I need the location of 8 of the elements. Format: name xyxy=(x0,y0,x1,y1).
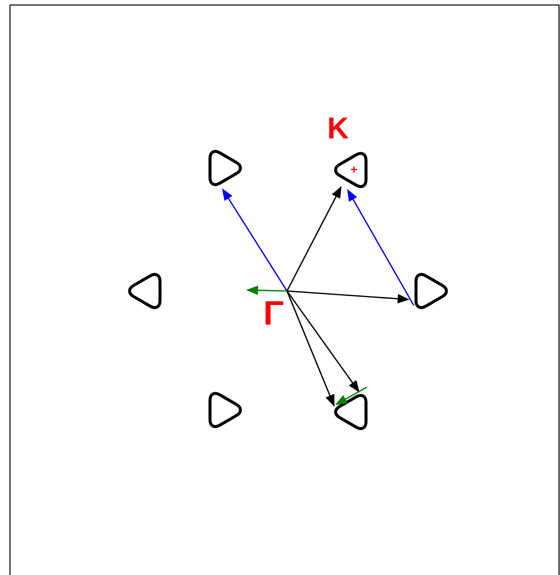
pocket-outline xyxy=(334,394,368,430)
pocket-outline xyxy=(414,272,448,310)
pocket-outline xyxy=(128,272,162,310)
pocket-outline xyxy=(208,150,242,186)
pocket-outline: + xyxy=(334,152,368,188)
point-label: K xyxy=(329,118,349,138)
pocket-outline xyxy=(208,392,242,428)
gamma-point-label: Γ xyxy=(266,301,284,325)
